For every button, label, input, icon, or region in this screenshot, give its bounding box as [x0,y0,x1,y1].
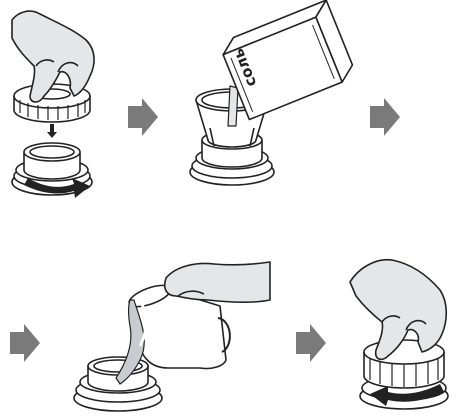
next-step-arrow-icon [296,324,326,362]
rotate-left-arrow-icon [24,178,90,198]
step-unscrew-cap [11,10,95,198]
next-step-arrow-icon [128,98,158,136]
lift-up-arrow-icon [47,124,57,138]
step-pour-salt: соль [189,0,354,186]
next-step-arrow-icon [10,324,40,362]
hand-icon [11,10,95,103]
hand-icon [349,258,448,361]
next-step-arrow-icon [370,98,400,136]
rotate-right-arrow-icon [370,384,444,406]
step-screw-cap [349,258,449,410]
step-pour-water [73,261,271,412]
hand-icon [163,261,271,304]
water-jug-icon [129,289,227,370]
